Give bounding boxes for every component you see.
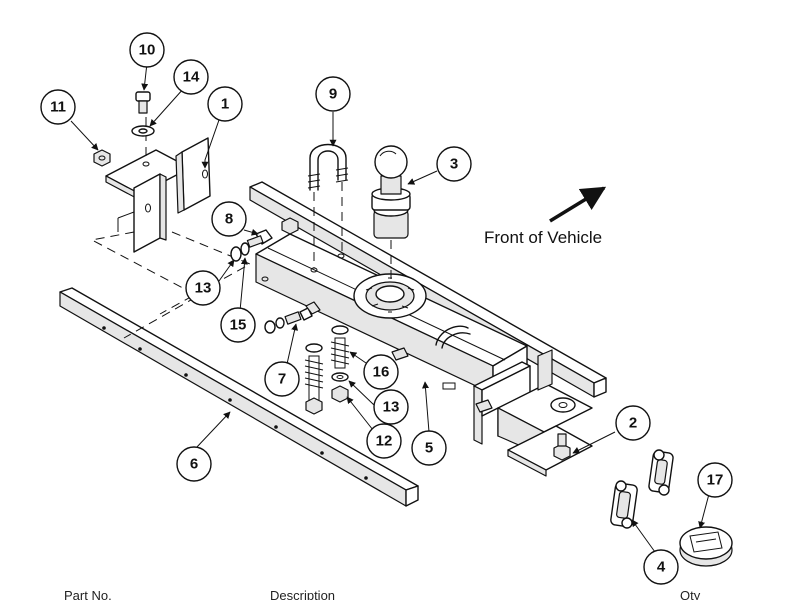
links-part-4 (610, 449, 674, 529)
side-rail-part-6 (59, 287, 419, 507)
washer-part-13-lower (331, 372, 349, 382)
svg-text:12: 12 (376, 433, 393, 450)
hitch-ball-part-3 (371, 145, 411, 282)
front-direction-arrow-icon (549, 186, 607, 223)
stud-near-part-7 (305, 301, 321, 315)
svg-text:4: 4 (657, 559, 666, 576)
callout-4: 4 (643, 549, 679, 585)
callout-2: 2 (615, 405, 651, 441)
callout-5: 5 (411, 430, 447, 466)
washer-part-13-left (230, 246, 242, 262)
svg-text:5: 5 (425, 440, 433, 457)
callout-8: 8 (211, 201, 247, 237)
bolt-part-7 (264, 307, 313, 334)
callout-3: 3 (436, 146, 472, 182)
svg-text:9: 9 (329, 86, 337, 103)
leader-lines (70, 62, 710, 553)
svg-text:13: 13 (383, 399, 400, 416)
svg-text:7: 7 (278, 371, 286, 388)
washer-part-14 (131, 125, 155, 137)
nut-rear (281, 217, 299, 235)
u-bolt-part-9 (307, 143, 349, 268)
svg-text:3: 3 (450, 156, 458, 173)
main-crossbar-part-5 (255, 233, 528, 395)
bracket-part-1 (105, 137, 211, 253)
front-of-vehicle-label: Front of Vehicle (484, 228, 603, 247)
svg-text:13: 13 (195, 280, 212, 297)
svg-text:14: 14 (183, 69, 200, 86)
svg-text:2: 2 (629, 415, 637, 432)
spring-part-16 (330, 325, 350, 369)
lockwasher-part-15 (240, 242, 250, 256)
callout-13-left: 13 (185, 270, 221, 306)
callout-17: 17 (697, 462, 733, 498)
svg-text:17: 17 (707, 472, 724, 489)
svg-text:8: 8 (225, 211, 233, 228)
quantity-header: Qty (680, 588, 701, 600)
callout-12: 12 (366, 423, 402, 459)
svg-text:6: 6 (190, 456, 198, 473)
bolt-part-10 (135, 91, 151, 114)
bolt-part-8 (246, 229, 273, 248)
svg-text:15: 15 (230, 317, 247, 334)
callout-14: 14 (173, 59, 209, 95)
svg-text:11: 11 (50, 99, 66, 116)
callout-7: 7 (264, 361, 300, 397)
bracket-part-2 (473, 349, 593, 477)
svg-text:16: 16 (373, 364, 390, 381)
parts-table-header: Part No. Description Qty (0, 588, 800, 600)
part-number-header: Part No. (64, 588, 112, 600)
callout-10: 10 (129, 32, 165, 68)
callout-9: 9 (315, 76, 351, 112)
cap-part-17 (679, 526, 733, 567)
bolt-near-part-16 (391, 347, 409, 361)
nut-part-11 (93, 149, 111, 167)
spring-stud-left (304, 343, 324, 415)
callout-13-lower: 13 (373, 389, 409, 425)
svg-text:10: 10 (139, 42, 156, 59)
callout-6: 6 (176, 446, 212, 482)
description-header: Description (270, 588, 336, 600)
callout-11: 11 (40, 89, 76, 125)
callout-15: 15 (220, 307, 256, 343)
callout-16: 16 (363, 354, 399, 390)
svg-text:1: 1 (221, 96, 229, 113)
nut-part-12 (331, 385, 349, 403)
callout-1: 1 (207, 86, 243, 122)
